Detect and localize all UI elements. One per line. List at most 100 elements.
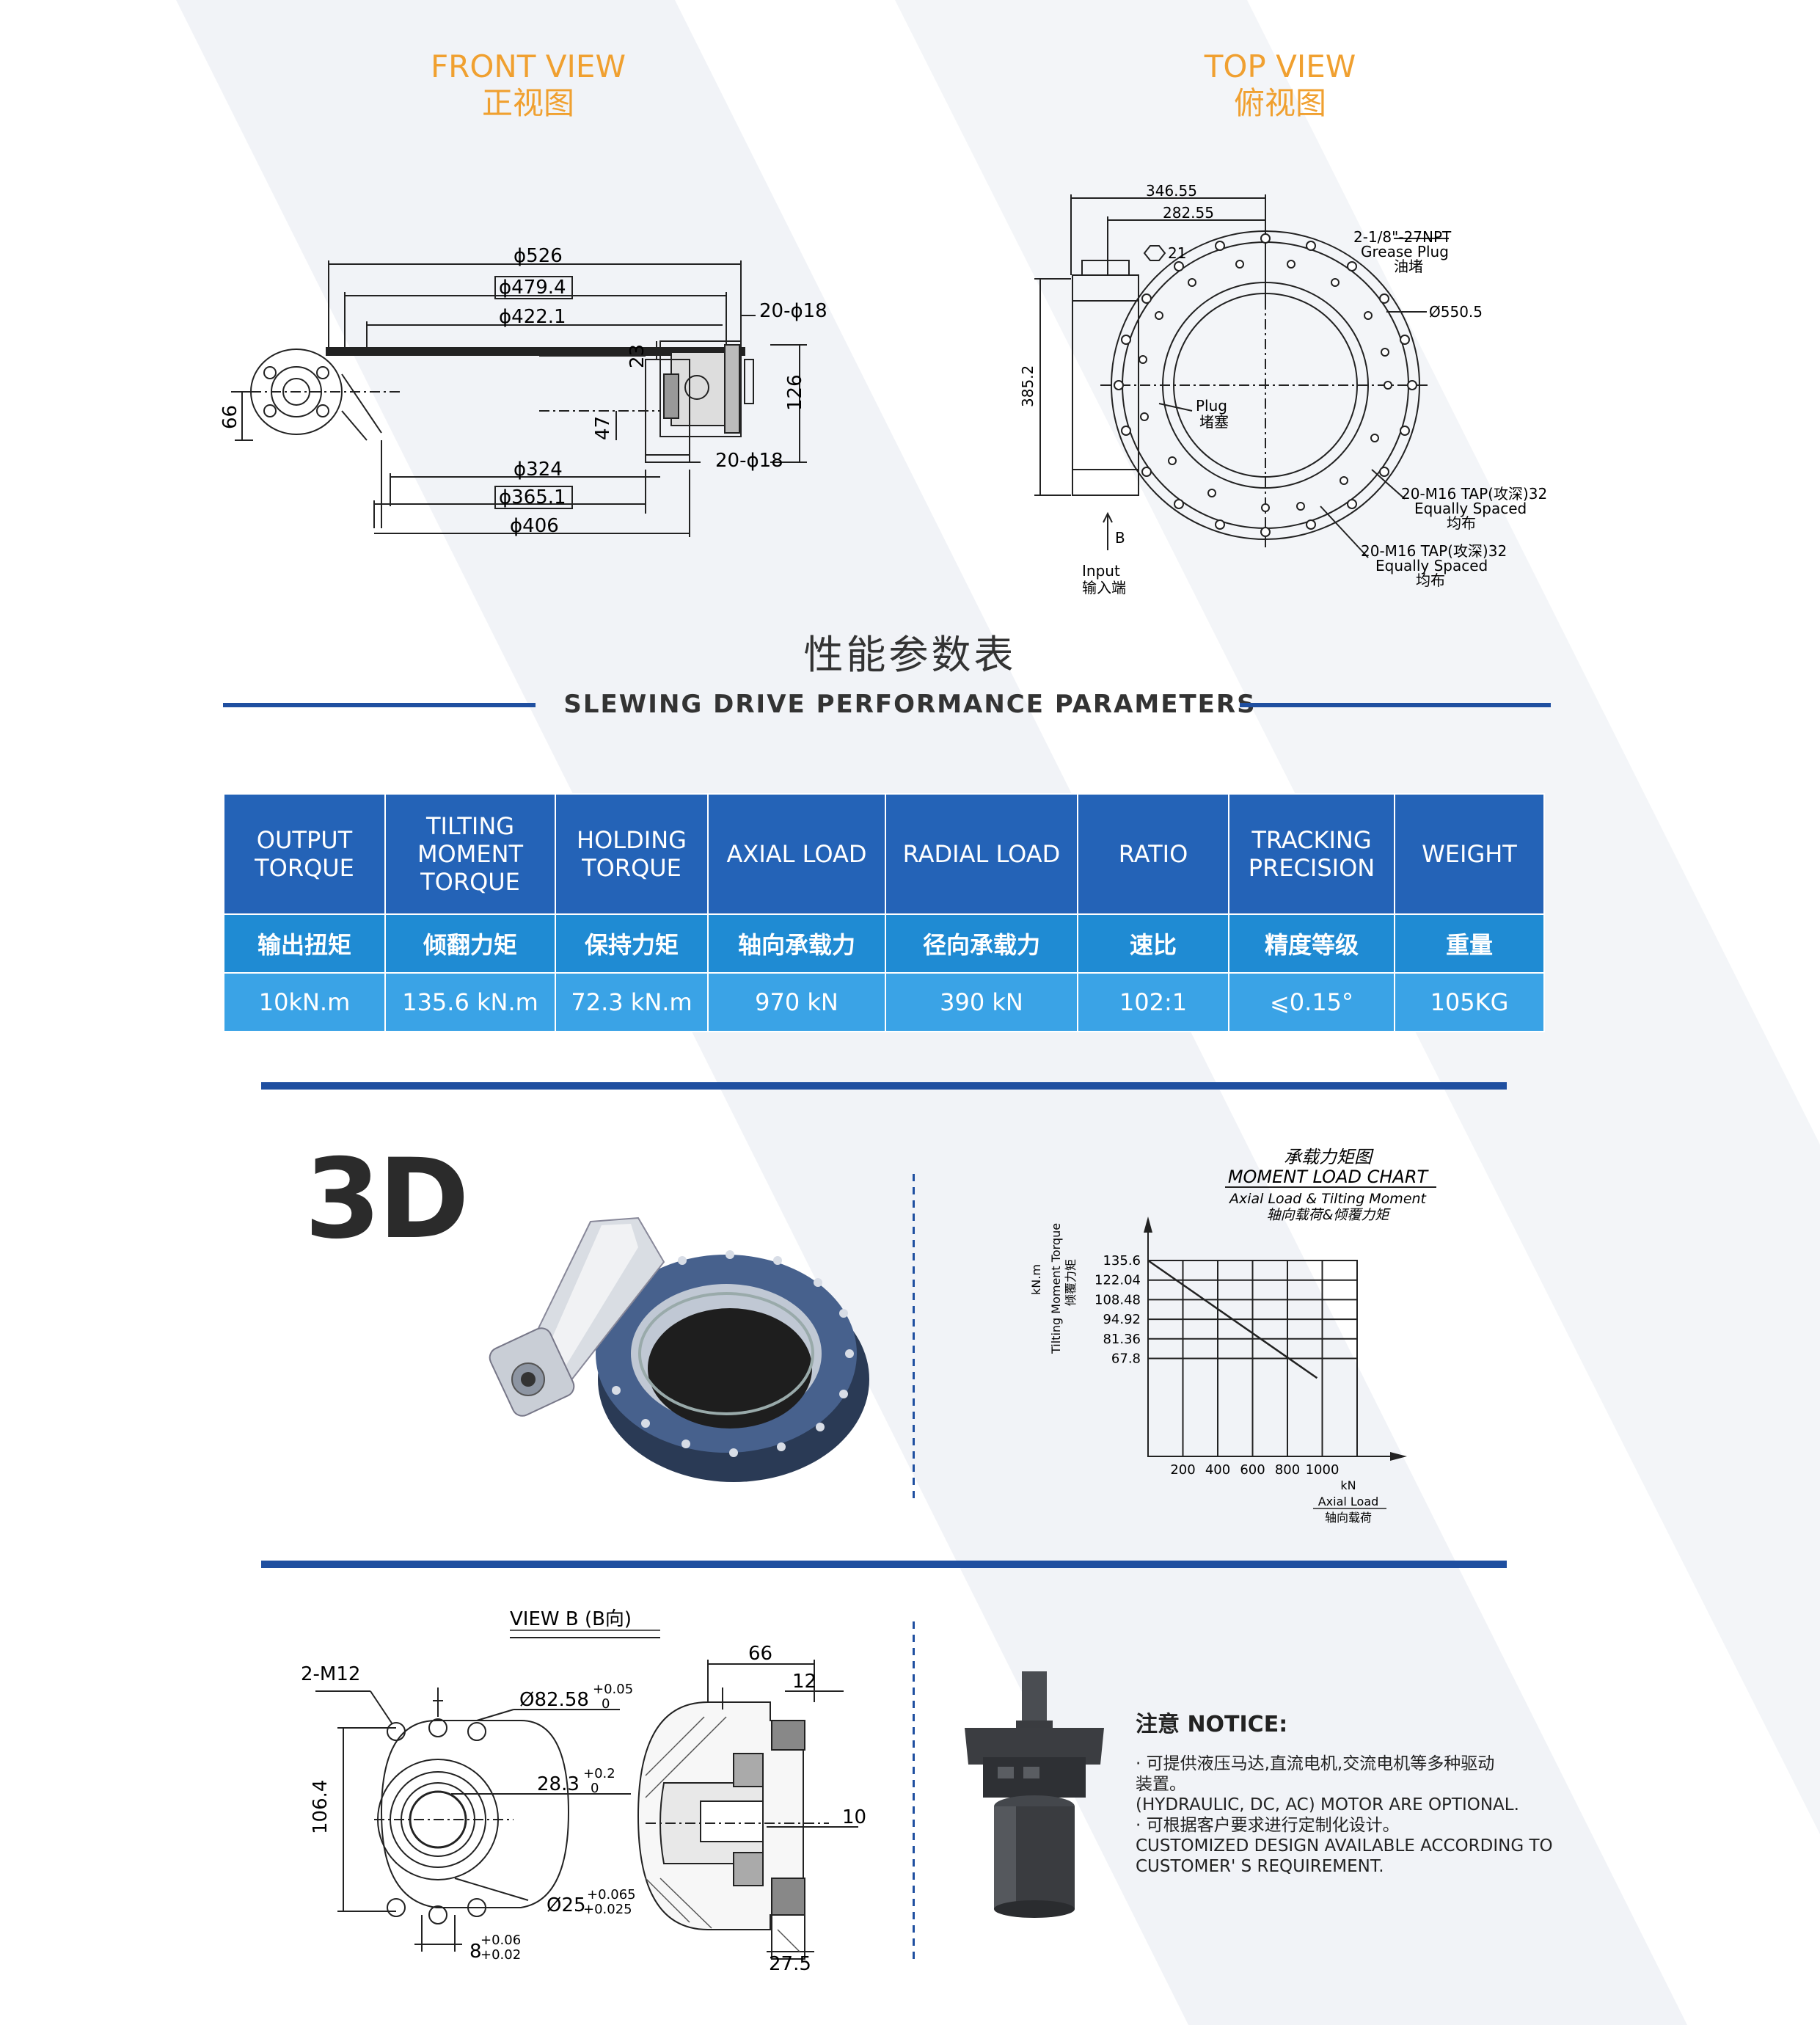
label-input-en: Input: [1082, 562, 1120, 580]
table-value-1: 135.6 kN.m: [384, 972, 556, 1032]
dim-holes-bottom: 20-ϕ18: [715, 450, 783, 472]
moment-load-chart: 承载力矩图 MOMENT LOAD CHART Axial Load & Til…: [1029, 1147, 1436, 1525]
table-value-6: ⩽0.15°: [1228, 972, 1395, 1032]
side-section-drawing: 66 12 10 27.5: [637, 1643, 866, 1974]
table-value-7: 105KG: [1394, 972, 1545, 1032]
table-value-2: 72.3 kN.m: [555, 972, 709, 1032]
chart-xlabel-cn: 轴向载荷: [1325, 1511, 1372, 1525]
label-b: B: [1115, 529, 1125, 547]
table-header-en-line: TORQUE: [420, 868, 520, 896]
dim-holes-top: 20-ϕ18: [759, 300, 827, 322]
chart-y-arrow: [1144, 1216, 1152, 1233]
section-title-cn: 性能参数表: [803, 632, 1017, 678]
table-header-cn-1: 倾翻力矩: [384, 913, 556, 974]
top-view-title-cn: 俯视图: [1233, 85, 1326, 121]
chart-y-tick-label: 108.48: [1094, 1292, 1141, 1307]
note-plug-cn: 堵塞: [1199, 413, 1229, 431]
vertical-dashed-2: [913, 1621, 915, 1959]
dim-d25: Ø25: [547, 1894, 586, 1916]
top-view-title-en: TOP VIEW: [1204, 48, 1356, 84]
dim-w275: 27.5: [769, 1953, 811, 1974]
table-header-cn-7: 重量: [1394, 913, 1545, 974]
chart-axes: [1144, 1216, 1407, 1461]
dim-d8258-tol-lo: 0: [602, 1696, 610, 1712]
divider-1: [261, 1082, 1507, 1090]
dim-m12: 2-M12: [301, 1663, 360, 1685]
table-header-cn-2: 保持力矩: [555, 913, 709, 974]
dim-w66: 66: [748, 1643, 772, 1665]
dim-w8-tol-up: +0.06: [480, 1933, 521, 1948]
dim-w10: 10: [842, 1806, 866, 1828]
table-header-en-line: AXIAL LOAD: [726, 840, 867, 868]
table-header-en-line: TORQUE: [582, 854, 681, 882]
table-header-en-line: PRECISION: [1248, 854, 1375, 882]
table-header-en-5: RATIO: [1077, 793, 1229, 915]
view-b-title: VIEW B (B向): [510, 1608, 632, 1630]
dim-h47: 47: [592, 416, 614, 440]
dim-d3651: ϕ365.1: [499, 486, 566, 508]
chart-xlabel-unit: kN: [1340, 1478, 1356, 1492]
divider-2: [261, 1561, 1507, 1568]
dim-d5505: Ø550.5: [1429, 303, 1483, 321]
chart-ylabel: Tilting Moment Torque: [1049, 1223, 1063, 1354]
table-header-en-line: WEIGHT: [1422, 840, 1517, 868]
chart-x-tick-label: 1000: [1306, 1462, 1340, 1478]
chart-series-line-0: [1147, 1259, 1318, 1379]
table-header-cn-6: 精度等级: [1228, 913, 1395, 974]
chart-x-tick-label: 200: [1170, 1462, 1195, 1478]
top-view-title: TOP VIEW 俯视图: [1133, 48, 1427, 122]
chart-series: [1147, 1259, 1318, 1379]
table-header-row-cn: 输出扭矩倾翻力矩保持力矩轴向承载力径向承载力速比精度等级重量: [223, 913, 1545, 974]
table-header-en-4: RADIAL LOAD: [885, 793, 1078, 915]
notice-line-2: 装置。: [1136, 1775, 1186, 1794]
dim-d4221: ϕ422.1: [499, 306, 566, 328]
dim-w12: 12: [792, 1671, 816, 1693]
motor-image: [965, 1671, 1104, 1918]
notice-line-5: CUSTOMIZED DESIGN AVAILABLE ACCORDING TO: [1136, 1836, 1553, 1856]
notice-line-3: (HYDRAULIC, DC, AC) MOTOR ARE OPTIONAL.: [1136, 1795, 1519, 1814]
note-tap1-b: Equally Spaced: [1414, 500, 1527, 517]
chart-ylabel-unit: kN.m: [1029, 1264, 1043, 1295]
front-view-title-cn: 正视图: [481, 85, 574, 121]
note-grease-2: Grease Plug: [1361, 243, 1449, 260]
table-header-en-line: MOMENT: [417, 840, 524, 868]
note-grease-3: 油堵: [1394, 258, 1423, 275]
dim-h1064: 106.4: [310, 1780, 332, 1834]
chart-xlabel: Axial Load: [1318, 1495, 1379, 1508]
table-header-en-line: RATIO: [1118, 840, 1188, 868]
table-value-0: 10kN.m: [223, 972, 386, 1032]
note-tap1-c: 均布: [1447, 514, 1476, 532]
dim-w8: 8: [469, 1941, 482, 1963]
chart-subtitle: MOMENT LOAD CHART: [1228, 1167, 1430, 1187]
table-header-cn-5: 速比: [1077, 913, 1229, 974]
chart-x-tick-label: 800: [1275, 1462, 1300, 1478]
table-header-en-line: HOLDING: [577, 826, 687, 854]
dim-h66: 66: [219, 405, 241, 429]
note-tap2-a: 20-M16 TAP(攻深)32: [1361, 542, 1507, 560]
label-input-cn: 输入端: [1082, 579, 1126, 596]
table-header-cn-4: 径向承载力: [885, 913, 1078, 974]
table-header-en-3: AXIAL LOAD: [707, 793, 886, 915]
top-view-drawing: 346.55 282.55 21 2-1/8"-27NPT Grease Plu…: [1019, 182, 1547, 596]
dim-d406: ϕ406: [510, 515, 559, 537]
notice-line-4: · 可根据客户要求进行定制化设计。: [1136, 1816, 1400, 1835]
notice-line-6: CUSTOMER' S REQUIREMENT.: [1136, 1857, 1384, 1876]
table-header-cn-0: 输出扭矩: [223, 913, 386, 974]
chart-y-tick-label: 122.04: [1094, 1273, 1141, 1288]
dim-d283-tol-lo: 0: [591, 1781, 599, 1796]
notice-title: 注意 NOTICE:: [1136, 1712, 1288, 1737]
slewing-drive-3d-image: [489, 1216, 869, 1482]
dim-d25-tol-up: +0.065: [587, 1887, 636, 1902]
chart-ylabel-cn: 倾覆力矩: [1064, 1259, 1078, 1306]
note-tap2-c: 均布: [1416, 572, 1445, 589]
dim-d283: 28.3: [537, 1773, 580, 1795]
chart-y-tick-label: 81.36: [1103, 1332, 1141, 1347]
label-3d: 3D: [304, 1136, 469, 1263]
